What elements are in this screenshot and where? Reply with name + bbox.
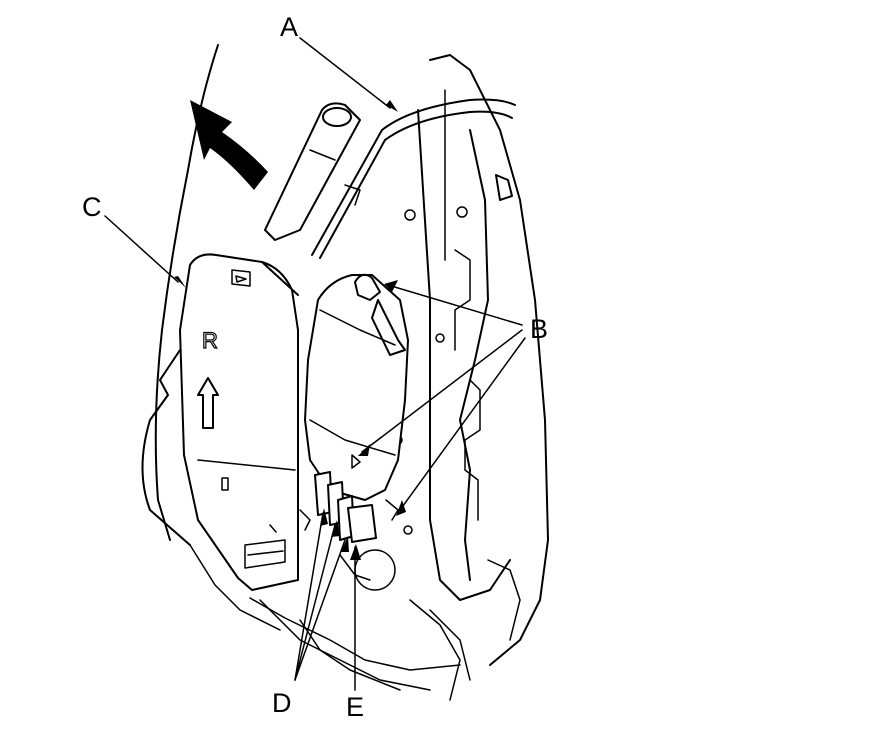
- guide-tube: [264, 102, 361, 241]
- callout-e: E: [346, 692, 364, 722]
- actuator-housing: [304, 273, 409, 521]
- leader-lines: [104, 37, 526, 691]
- connectors: [299, 471, 396, 591]
- callout-b: B: [530, 314, 548, 344]
- removal-direction-arrow: [190, 100, 268, 190]
- seat-back-outline: [141, 44, 431, 691]
- cover-panel: [179, 253, 299, 591]
- cover-letter-marking: R: [202, 328, 218, 353]
- seat-frame-bracket: [393, 54, 549, 681]
- cable: [311, 98, 516, 259]
- cover-up-arrow-icon: [197, 377, 219, 429]
- callout-a: A: [280, 12, 298, 42]
- lower-frame: [249, 597, 461, 701]
- callout-c: C: [82, 192, 102, 222]
- callout-d: D: [272, 688, 292, 718]
